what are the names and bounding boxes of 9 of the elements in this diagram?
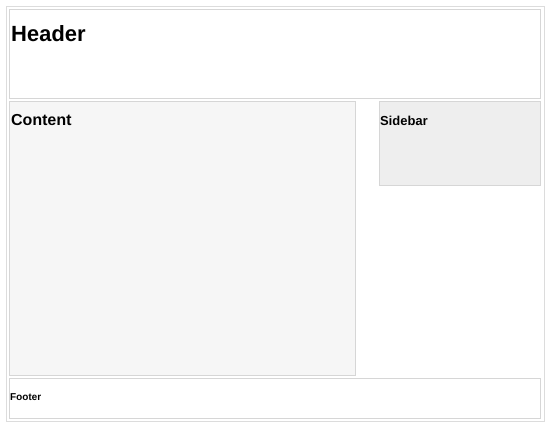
page-frame (6, 6, 545, 422)
panel-heading: Content (11, 111, 72, 131)
content-panel (9, 101, 356, 376)
panel-heading: Sidebar (380, 113, 428, 129)
header-panel (9, 9, 541, 99)
panel-heading: Footer (10, 391, 42, 405)
panel-heading: Header (11, 21, 86, 47)
footer-panel (9, 378, 541, 419)
sidebar-panel (379, 101, 541, 186)
